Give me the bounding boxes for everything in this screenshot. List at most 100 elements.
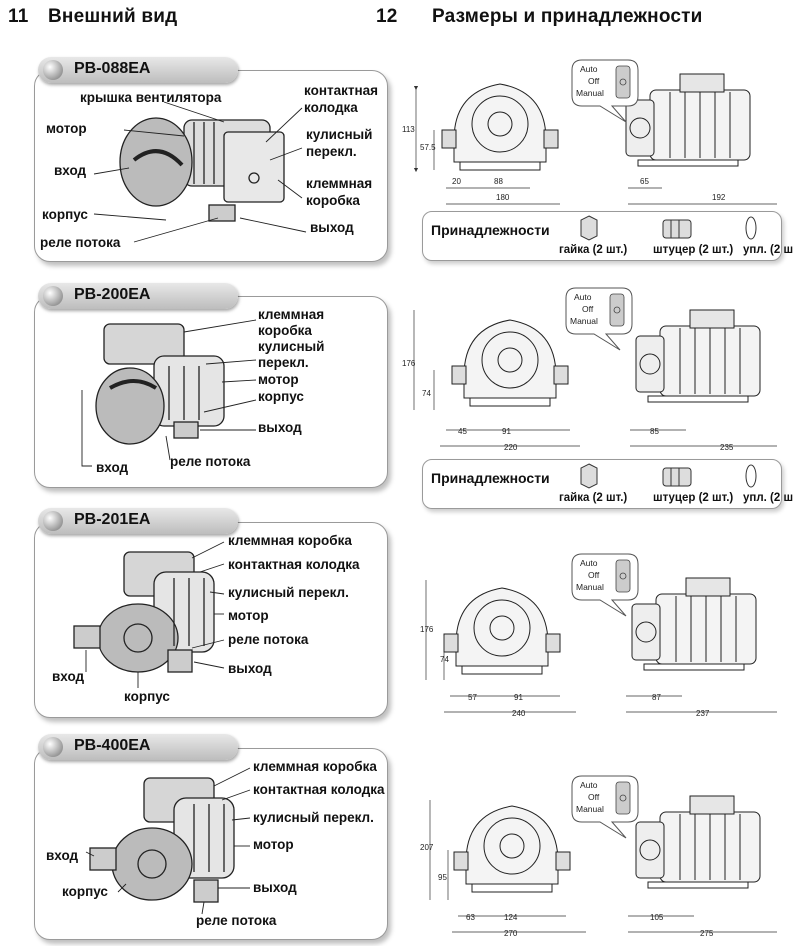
model-name: PB-088EA xyxy=(74,60,151,77)
svg-text:105: 105 xyxy=(650,913,664,922)
label-fan-cover: крышка вентилятора xyxy=(80,90,222,105)
label-motor: мотор xyxy=(228,608,269,623)
bubble-off: Off xyxy=(588,76,600,86)
svg-text:74: 74 xyxy=(422,389,431,398)
label-housing: корпус xyxy=(258,389,304,404)
accessory-seal: упл. (2 ш xyxy=(743,492,793,504)
svg-text:240: 240 xyxy=(512,709,526,718)
label-toggle-switch: кулисный перекл. xyxy=(228,585,349,600)
label-toggle-switch: кулисный перекл. xyxy=(258,339,325,370)
section-title: Размеры и принадлежности xyxy=(432,6,703,27)
label-housing: корпус xyxy=(42,207,88,222)
svg-text:Auto: Auto xyxy=(580,558,598,568)
svg-text:95: 95 xyxy=(438,873,447,882)
model-name: PB-400EA xyxy=(74,737,151,754)
svg-text:Off: Off xyxy=(588,570,600,580)
label-motor: мотор xyxy=(258,372,299,387)
accessories-title: Принадлежности xyxy=(431,222,550,238)
svg-text:275: 275 xyxy=(700,929,714,938)
model-name: PB-201EA xyxy=(74,511,151,528)
svg-text:91: 91 xyxy=(514,693,523,702)
model-badge: PB-201EA xyxy=(38,508,238,534)
label-flow-relay: реле потока xyxy=(40,235,121,250)
label-contact-block: контактная колодка xyxy=(228,557,360,572)
label-toggle-switch: кулисный перекл. xyxy=(306,127,373,159)
label-outlet: выход xyxy=(310,220,354,235)
label-contact-block: контактная колодка xyxy=(304,83,379,115)
svg-text:63: 63 xyxy=(466,913,475,922)
svg-text:176: 176 xyxy=(420,625,434,634)
section-title: Внешний вид xyxy=(48,6,178,27)
dim-b: 88 xyxy=(494,177,503,186)
svg-text:Auto: Auto xyxy=(580,780,598,790)
svg-text:237: 237 xyxy=(696,709,710,718)
accessory-fitting: штуцер (2 шт.) xyxy=(653,492,734,504)
dim-a: 20 xyxy=(452,177,461,186)
label-terminal-box: клеммная коробка xyxy=(258,307,325,338)
label-terminal-box: клеммная коробка xyxy=(228,533,352,548)
accessory-nut: гайка (2 шт.) xyxy=(559,492,628,504)
svg-text:270: 270 xyxy=(504,929,518,938)
svg-text:57: 57 xyxy=(468,693,477,702)
model-badge: PB-088EA xyxy=(38,57,238,83)
svg-text:91: 91 xyxy=(502,427,511,436)
label-outlet: выход xyxy=(228,661,272,676)
svg-text:207: 207 xyxy=(420,843,434,852)
label-inlet: вход xyxy=(54,163,87,178)
label-housing: корпус xyxy=(124,689,170,704)
switch-bubble: Auto Off Manual xyxy=(565,287,633,351)
accessory-icons xyxy=(580,463,757,489)
pump-illustration-pb200ea xyxy=(81,319,257,467)
accessories-panel: Принадлежности гайка (2 шт.) штуцер (2 ш… xyxy=(422,211,793,261)
dim-w: 180 xyxy=(496,193,510,202)
label-terminal-box: клеммная коробка xyxy=(306,176,373,208)
label-inlet: вход xyxy=(46,848,79,863)
model-name: PB-200EA xyxy=(74,286,151,303)
svg-text:87: 87 xyxy=(652,693,661,702)
dim-h2: 57.5 xyxy=(420,143,436,152)
svg-text:Off: Off xyxy=(582,304,594,314)
svg-text:74: 74 xyxy=(440,655,449,664)
label-inlet: вход xyxy=(96,460,129,475)
dimension-drawings: Auto Off Manual 113 57.5 20 88 180 65 19… xyxy=(402,59,777,938)
accessory-nut: гайка (2 шт.) xyxy=(559,244,628,256)
accessory-fitting: штуцер (2 шт.) xyxy=(653,244,734,256)
svg-text:45: 45 xyxy=(458,427,467,436)
switch-bubble: Auto Off Manual xyxy=(571,553,639,617)
dim-l: 192 xyxy=(712,193,726,202)
pump-illustration-pb088ea xyxy=(93,101,307,243)
pump-illustration-pb201ea xyxy=(73,541,225,688)
label-flow-relay: реле потока xyxy=(170,454,251,469)
label-inlet: вход xyxy=(52,669,85,684)
svg-text:85: 85 xyxy=(650,427,659,436)
accessory-seal: упл. (2 ш xyxy=(743,244,793,256)
label-motor: мотор xyxy=(253,837,294,852)
model-badge: PB-200EA xyxy=(38,283,238,309)
dim-c: 65 xyxy=(640,177,649,186)
svg-text:235: 235 xyxy=(720,443,734,452)
section-number: 11 xyxy=(8,6,29,27)
label-contact-block: контактная колодка xyxy=(253,782,385,797)
label-flow-relay: реле потока xyxy=(228,632,309,647)
label-motor: мотор xyxy=(46,121,87,136)
dim-h: 113 xyxy=(402,125,415,134)
svg-text:Manual: Manual xyxy=(576,804,604,814)
label-outlet: выход xyxy=(258,420,302,435)
svg-text:Manual: Manual xyxy=(576,582,604,592)
section-header-appearance: 11 Внешний вид xyxy=(8,6,177,28)
svg-text:Auto: Auto xyxy=(574,292,592,302)
label-terminal-box: клеммная коробка xyxy=(253,759,377,774)
switch-bubble: Auto Off Manual xyxy=(571,59,639,123)
svg-text:Manual: Manual xyxy=(570,316,598,326)
pump-illustration-pb400ea xyxy=(85,767,251,915)
svg-text:Off: Off xyxy=(588,792,600,802)
svg-text:124: 124 xyxy=(504,913,518,922)
label-flow-relay: реле потока xyxy=(196,913,277,928)
label-housing: корпус xyxy=(62,884,108,899)
accessories-panel: Принадлежности гайка (2 шт.) штуцер (2 ш… xyxy=(422,459,793,509)
bubble-manual: Manual xyxy=(576,88,604,98)
model-badge: PB-400EA xyxy=(38,734,238,760)
label-toggle-switch: кулисный перекл. xyxy=(253,810,374,825)
svg-text:176: 176 xyxy=(402,359,416,368)
